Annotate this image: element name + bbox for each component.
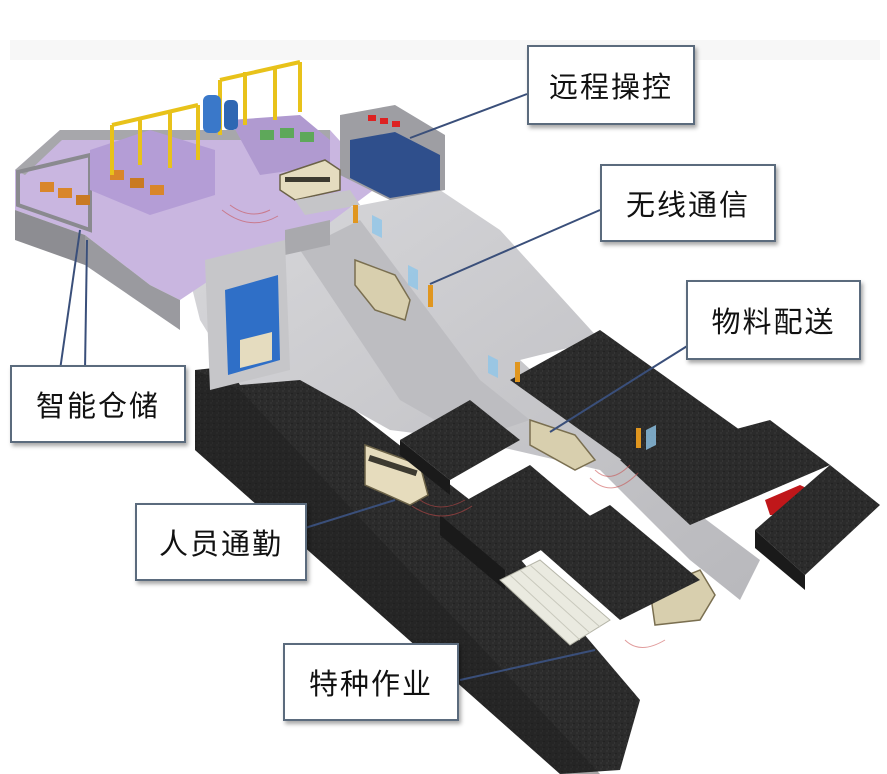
garage-building (205, 240, 290, 390)
bus-upper (279, 159, 341, 201)
tent-shelter (499, 559, 611, 646)
label-remote-control: 远程操控 (527, 45, 695, 125)
commute-bus (364, 443, 429, 506)
asphalt-blocks (400, 330, 880, 620)
delivery-truck (529, 418, 597, 471)
lower-road (195, 360, 640, 774)
label-wireless-comm: 无线通信 (600, 164, 776, 242)
antenna-posts (353, 205, 656, 450)
label-smart-storage: 智能仓储 (10, 365, 186, 443)
silo-tanks (203, 95, 238, 133)
label-material-delivery: 物料配送 (686, 280, 861, 360)
leader-lines (59, 93, 701, 681)
signal-arcs (221, 204, 666, 648)
label-special-operation: 特种作业 (283, 643, 459, 721)
gate (285, 190, 360, 255)
control-building (340, 105, 445, 200)
label-personnel-commute: 人员通勤 (135, 503, 307, 581)
ramp-truck (354, 258, 411, 321)
